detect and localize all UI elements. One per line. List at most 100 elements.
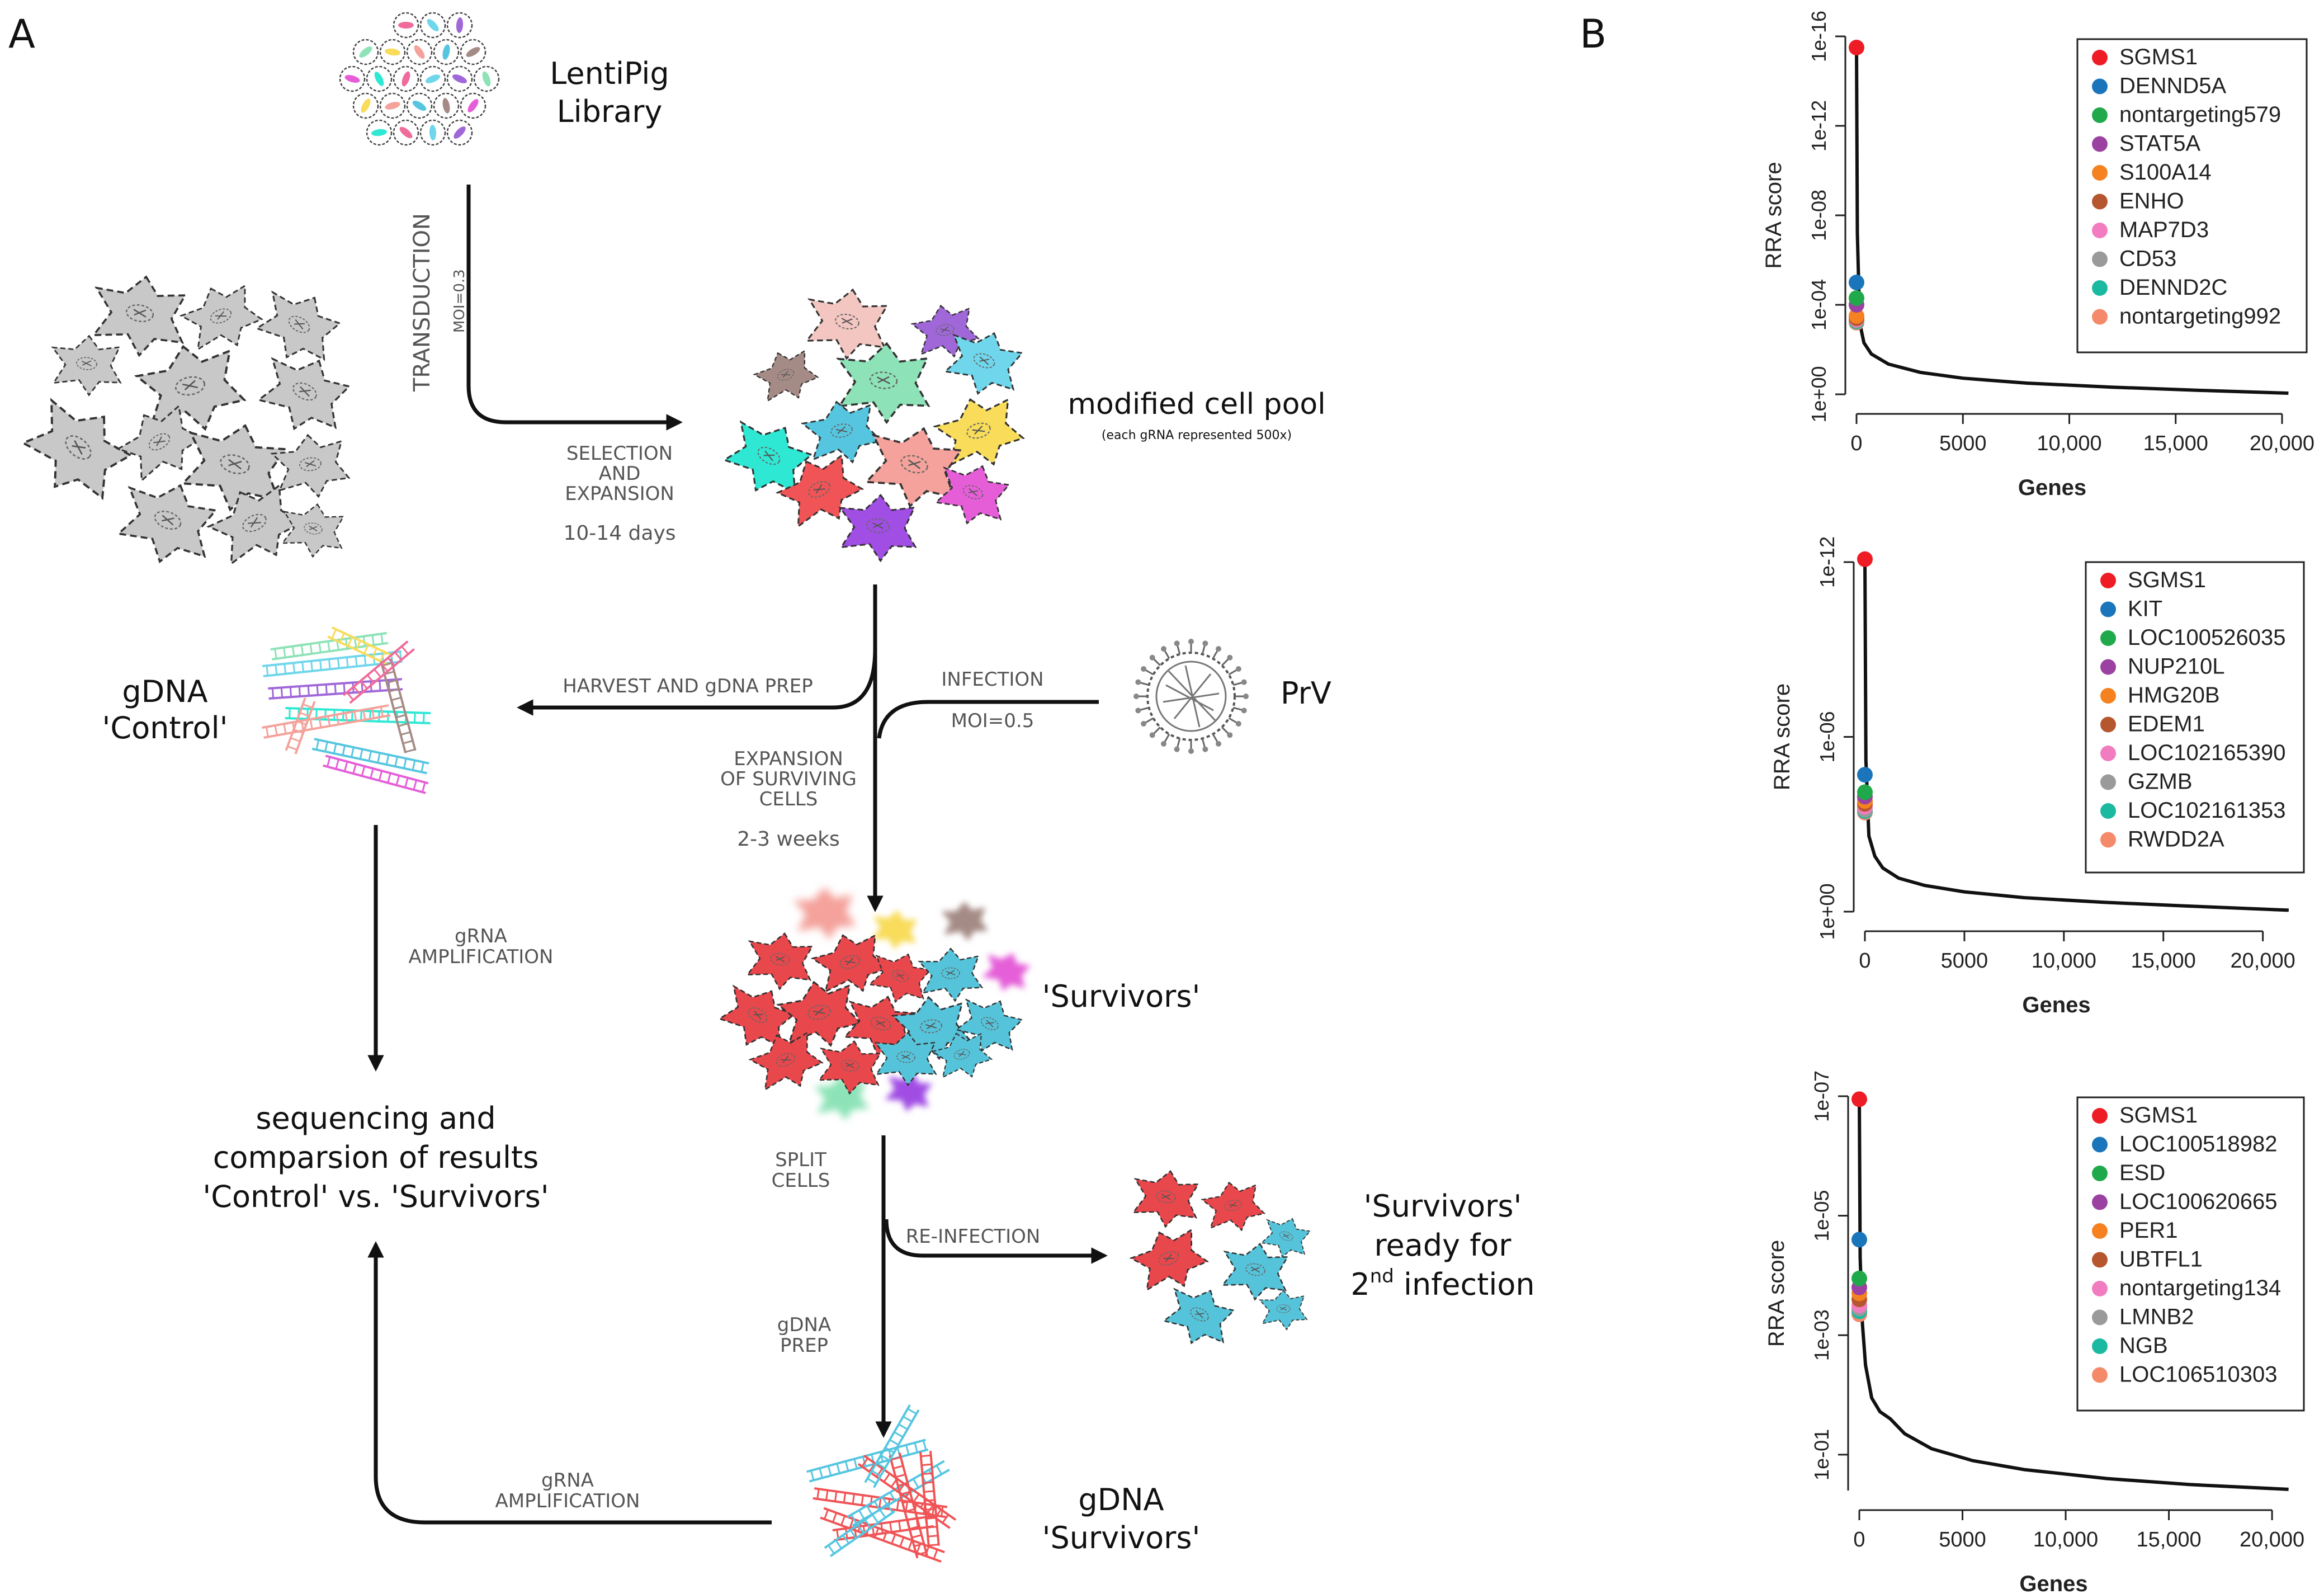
ready-cell — [1156, 1276, 1241, 1356]
legend-entry: ENHO — [2119, 189, 2184, 214]
dna-strand — [285, 697, 316, 754]
survivor-cell — [890, 993, 972, 1063]
x-tick-label: 20,000 — [2231, 949, 2295, 973]
dna-strand — [864, 1404, 920, 1488]
legend-entry: KIT — [2128, 597, 2162, 621]
gray-cell — [109, 394, 212, 493]
x-tick-label: 20,000 — [2240, 1528, 2304, 1551]
y-tick-label: 1e+00 — [1816, 883, 1839, 940]
gray-cell — [248, 341, 360, 446]
legend-marker — [2092, 1252, 2108, 1268]
reinfection-cell-cluster — [1125, 1164, 1315, 1356]
dna-strand — [832, 1515, 934, 1541]
legend-marker — [2092, 136, 2108, 152]
pool-cell — [799, 281, 894, 366]
panel-label-b: B — [1580, 11, 1607, 57]
selection-label-line2: AND — [599, 463, 641, 485]
grna-amp2-label-line1: gRNA — [541, 1469, 594, 1492]
gene-point-dennd5a — [1849, 275, 1864, 290]
legend-marker — [2100, 688, 2116, 704]
legend-marker — [2100, 803, 2116, 819]
dna-strand — [327, 626, 394, 666]
prv-virus-icon — [1133, 639, 1249, 754]
sequencing-line3: 'Control' vs. 'Survivors' — [202, 1179, 549, 1214]
pool-cell — [714, 406, 822, 509]
x-tick-label: 5000 — [1939, 432, 1987, 455]
transduction-label: TRANSDUCTION — [409, 213, 435, 392]
legend-entry: UBTFL1 — [2119, 1247, 2203, 1272]
x-tick-label: 15,000 — [2136, 1528, 2201, 1551]
ready-label-line1: 'Survivors' — [1364, 1189, 1522, 1224]
legend-marker — [2092, 78, 2108, 95]
pool-cell — [928, 453, 1017, 535]
expansion-label-line1: EXPANSION — [734, 748, 843, 770]
selection-label-line3: EXPANSION — [565, 483, 674, 505]
legend-marker — [2092, 50, 2108, 65]
legend-entry: LMNB2 — [2119, 1305, 2194, 1329]
ready-cell — [1216, 1237, 1293, 1305]
rra-curve — [1858, 1096, 2289, 1491]
library-label-line2: Library — [557, 94, 663, 129]
gdna-control-line2: 'Control' — [102, 710, 228, 746]
legend-entry: S100A14 — [2119, 160, 2212, 185]
legend-entry: GZMB — [2128, 770, 2193, 794]
ready-cell — [1127, 1164, 1204, 1233]
reinfection-label: RE-INFECTION — [906, 1225, 1041, 1248]
legend-entry: LOC102161353 — [2128, 798, 2285, 823]
legend-entry: LOC100620665 — [2119, 1190, 2277, 1214]
legend: SGMS1LOC100518982ESDLOC100620665PER1UBTF… — [2076, 1096, 2305, 1412]
x-axis-label: Genes — [2022, 993, 2090, 1017]
moi2-label: MOI=0.5 — [951, 710, 1035, 732]
gray-cell — [85, 267, 193, 364]
gray-cell — [277, 498, 349, 562]
infection-label: INFECTION — [941, 668, 1043, 691]
x-tick-label: 5000 — [1941, 949, 1988, 973]
infection-arrow — [877, 700, 1099, 739]
legend-entry: nontargeting134 — [2119, 1276, 2281, 1300]
pool-cell — [769, 444, 871, 539]
gdna-prep-line2: PREP — [780, 1334, 828, 1357]
legend-marker — [2092, 1309, 2108, 1326]
survivor-cell — [711, 973, 803, 1061]
x-tick-label: 0 — [1853, 1528, 1865, 1551]
pool-cell — [857, 415, 971, 518]
pool-cell — [799, 394, 885, 470]
ready-label-line3: 2nd infection — [1350, 1265, 1534, 1302]
gene-point-sgms1 — [1851, 1091, 1867, 1107]
ready-label-line2: ready for — [1374, 1228, 1512, 1263]
legend-marker — [2100, 630, 2116, 646]
survivor-cell — [918, 947, 983, 1002]
panel-label-a: A — [8, 11, 35, 57]
legend-marker — [2100, 659, 2116, 675]
modified-cell-pool-cluster — [714, 281, 1030, 565]
y-tick-label: 1e-03 — [1810, 1309, 1833, 1361]
legend-marker — [2092, 1166, 2108, 1181]
legend: SGMS1KITLOC100526035NUP210LHMG20BEDEM1LO… — [2085, 561, 2305, 874]
survivor-cell — [741, 927, 818, 995]
gdna-survivors-line2: 'Survivors' — [1042, 1520, 1201, 1555]
legend-marker — [2100, 832, 2116, 848]
pool-cell — [909, 299, 981, 364]
expansion-label-line3: CELLS — [759, 788, 818, 810]
x-tick-label: 10,000 — [2033, 1528, 2098, 1551]
x-tick-label: 15,000 — [2143, 432, 2208, 455]
dna-strand — [268, 678, 403, 700]
survivor-cell — [814, 1035, 886, 1099]
legend-entry: nontargeting992 — [2119, 304, 2281, 329]
legend: SGMS1DENND5Anontargeting579STAT5AS100A14… — [2076, 38, 2308, 353]
gdna-control-strands — [262, 626, 431, 794]
survivor-cell — [871, 1029, 940, 1088]
gray-cell — [270, 431, 351, 501]
legend-entry: RWDD2A — [2128, 827, 2224, 852]
selection-label-line1: SELECTION — [566, 442, 673, 465]
dna-strand — [824, 1502, 895, 1558]
survivor-blurred-cell — [793, 887, 856, 940]
survivor-cell — [807, 925, 893, 1002]
ready-cell — [1256, 1210, 1315, 1265]
harvest-arrow — [517, 648, 877, 716]
legend-entry: CD53 — [2119, 247, 2176, 271]
grna-amp2-label-line2: AMPLIFICATION — [495, 1490, 640, 1512]
y-tick-label: 1e-04 — [1807, 279, 1830, 331]
